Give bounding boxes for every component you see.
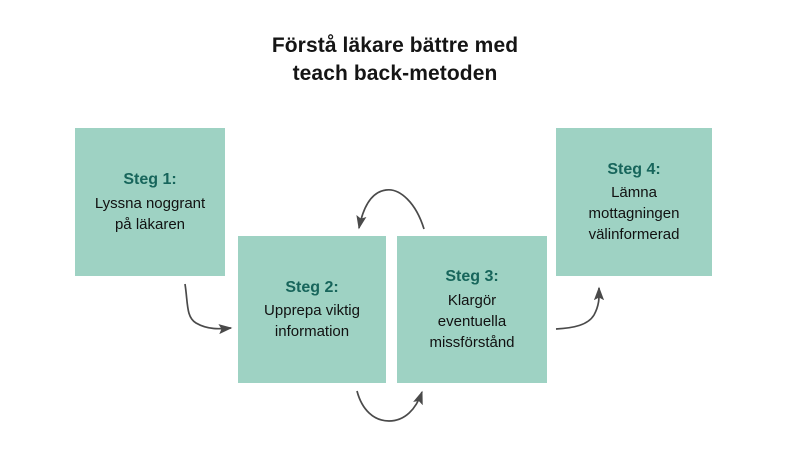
step-1-heading: Steg 1:: [123, 171, 177, 189]
step-3-body-line-2: eventuella: [437, 312, 507, 330]
arrow-step3-to-step4: [555, 286, 605, 330]
page-title-line-2: teach back-metoden: [292, 61, 498, 85]
page-title-line-1: Förstå läkare bättre med: [271, 34, 519, 57]
step-2-heading: Steg 2:: [285, 278, 339, 296]
step-3-body-line-1: Klargör: [447, 291, 497, 309]
step-4-body: Lämna mottagningen välinformerad: [562, 182, 706, 245]
step-3-body-line-3: missförstånd: [429, 333, 515, 351]
step-4-body-line-2: mottagningen: [588, 205, 680, 223]
page-title: Förstå läkare bättre med teach back-meto…: [0, 32, 790, 87]
step-1-body: Lyssna noggrant på läkaren: [81, 193, 219, 235]
step-2-body: Upprepa viktig information: [244, 300, 380, 342]
step-box-4[interactable]: Steg 4: Lämna mottagningen välinformerad: [556, 128, 712, 276]
step-3-heading: Steg 3:: [445, 268, 499, 286]
arrow-step2-to-step3: [356, 390, 423, 422]
step-3-body: Klargör eventuella missförstånd: [403, 290, 541, 353]
step-4-body-line-3: välinformerad: [588, 226, 680, 244]
arrow-step1-to-step2: [184, 283, 233, 335]
arrow-step3-to-step2: [356, 189, 425, 230]
step-2-body-line-2: information: [274, 323, 350, 341]
step-4-heading: Steg 4:: [607, 160, 661, 178]
step-4-body-line-1: Lämna: [611, 184, 657, 202]
step-1-body-line-1: Lyssna noggrant: [94, 194, 206, 212]
step-2-body-line-1: Upprepa viktig: [264, 302, 360, 320]
step-box-3[interactable]: Steg 3: Klargör eventuella missförstånd: [397, 236, 547, 383]
step-box-2[interactable]: Steg 2: Upprepa viktig information: [238, 236, 386, 383]
step-box-1[interactable]: Steg 1: Lyssna noggrant på läkaren: [75, 128, 225, 276]
step-1-body-line-2: på läkaren: [114, 215, 186, 233]
